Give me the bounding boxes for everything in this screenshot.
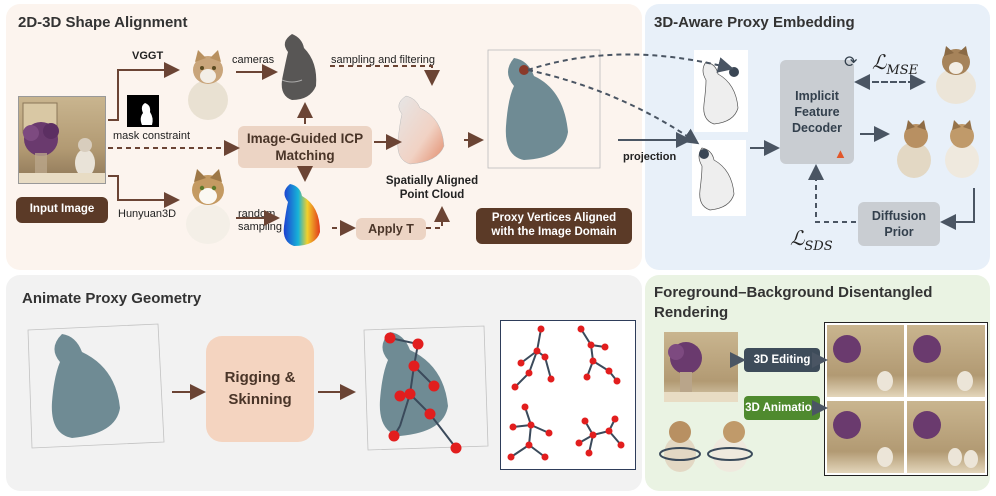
arrow-vertex-to-top-view — [527, 53, 734, 73]
projection-view-bottom-art — [698, 147, 735, 211]
camera-pointcloud — [278, 30, 326, 102]
vggt-cat-image — [180, 48, 236, 120]
animate-mesh-box — [22, 320, 170, 452]
point-cloud-text: Spatially Aligned Point Cloud — [385, 175, 479, 201]
shape-alignment-title: 2D-3D Shape Alignment — [18, 14, 188, 31]
proxy-mesh-art — [487, 49, 601, 169]
animate-title: Animate Proxy Geometry — [22, 290, 202, 307]
arrow-renders-to-diffusion — [940, 188, 975, 230]
projection-label: projection — [623, 151, 677, 163]
input-image-art — [19, 102, 105, 183]
arrow-vertex-to-bottom-view — [527, 69, 700, 145]
sds-loss-symbol: ℒ — [790, 226, 805, 250]
proxy-embedding-title: 3D-Aware Proxy Embedding — [654, 14, 855, 31]
mask-shape — [140, 103, 153, 125]
skeleton-grid — [500, 320, 636, 470]
aligned-pointcloud-art — [397, 95, 445, 165]
sampled-pointcloud-art — [283, 184, 320, 246]
arrow-diffusion-to-decoder — [808, 164, 856, 223]
proxy-mesh — [484, 44, 606, 174]
proxy-vertices-box: Proxy Vertices Aligned with the Image Do… — [476, 208, 632, 244]
rigging-skinning-text: Rigging & Skinning — [224, 369, 296, 408]
mask-constraint-label: mask constraint — [113, 130, 191, 142]
arrow-sampling-filtering — [330, 65, 440, 86]
projection-view-top-art — [702, 61, 739, 125]
fire-icon: ▲ — [834, 146, 847, 161]
scene-background-art — [664, 342, 738, 402]
mse-target-cat-art — [936, 46, 976, 104]
foreground-cats-art — [659, 421, 753, 472]
mse-loss-symbol: ℒ — [872, 50, 887, 74]
editing-box: 3D Editing — [744, 348, 820, 372]
feature-decoder-text: Implicit Feature Decoder — [791, 89, 843, 135]
rendered-cat-left — [892, 118, 936, 180]
hunyuan-cat-image — [180, 166, 236, 246]
arrow-applyt-to-pointcloud — [426, 206, 450, 229]
sds-loss-subscript: SDS — [804, 239, 833, 254]
proxy-vertices-text: Proxy Vertices Aligned with the Image Do… — [491, 212, 617, 238]
arrow-input-to-hunyuan — [108, 175, 180, 208]
point-cloud-label: Spatially Aligned Point Cloud — [382, 174, 482, 202]
input-image-label: Input Image — [16, 197, 108, 223]
refresh-icon: ⟳ — [844, 54, 858, 71]
skeleton-grid-art — [507, 325, 625, 461]
scene-background-image — [664, 332, 738, 402]
animate-mesh-art — [27, 323, 165, 449]
sampled-pointcloud — [280, 180, 330, 248]
rigging-skinning-box: Rigging & Skinning — [206, 336, 314, 442]
rendered-cat-left-art — [897, 120, 931, 178]
feature-decoder-box: Implicit Feature Decoder — [780, 60, 854, 164]
rendered-grid — [824, 322, 988, 476]
rendered-cat-right-art — [945, 120, 979, 178]
rendered-cat-right — [940, 118, 984, 180]
input-image — [18, 96, 106, 184]
aligned-pointcloud — [392, 88, 462, 168]
mse-target-cat — [930, 44, 982, 106]
rigged-mesh-box — [360, 322, 490, 454]
icp-matching-text: Image-Guided ICP Matching — [246, 131, 364, 163]
mask-icon — [127, 95, 159, 127]
diffusion-prior-text: Diffusion Prior — [871, 209, 927, 239]
camera-pointcloud-art — [281, 34, 317, 100]
animation-box: 3D Animation — [744, 396, 820, 420]
rigged-mesh-art — [363, 325, 489, 454]
icp-matching-box: Image-Guided ICP Matching — [238, 126, 372, 168]
rendered-grid-art — [827, 325, 985, 473]
vggt-cat-art — [188, 50, 228, 120]
foreground-cats — [654, 414, 758, 480]
projection-view-bottom — [692, 140, 746, 216]
rendering-title: Foreground–Background Disentangled Rende… — [654, 283, 974, 323]
hunyuan-label: Hunyuan3D — [118, 208, 177, 220]
rendering-title-text: Foreground–Background Disentangled Rende… — [654, 284, 933, 321]
diffusion-prior-box: Diffusion Prior — [858, 202, 940, 246]
arrow-input-to-vggt — [108, 62, 180, 121]
sampling-filtering-label: sampling and filtering — [331, 54, 435, 66]
hunyuan-cat-art — [186, 169, 230, 244]
vggt-label: VGGT — [132, 50, 164, 62]
sds-loss-label: ℒSDS — [790, 226, 833, 254]
cameras-label: cameras — [232, 54, 275, 66]
apply-t-box: Apply T — [356, 218, 426, 240]
